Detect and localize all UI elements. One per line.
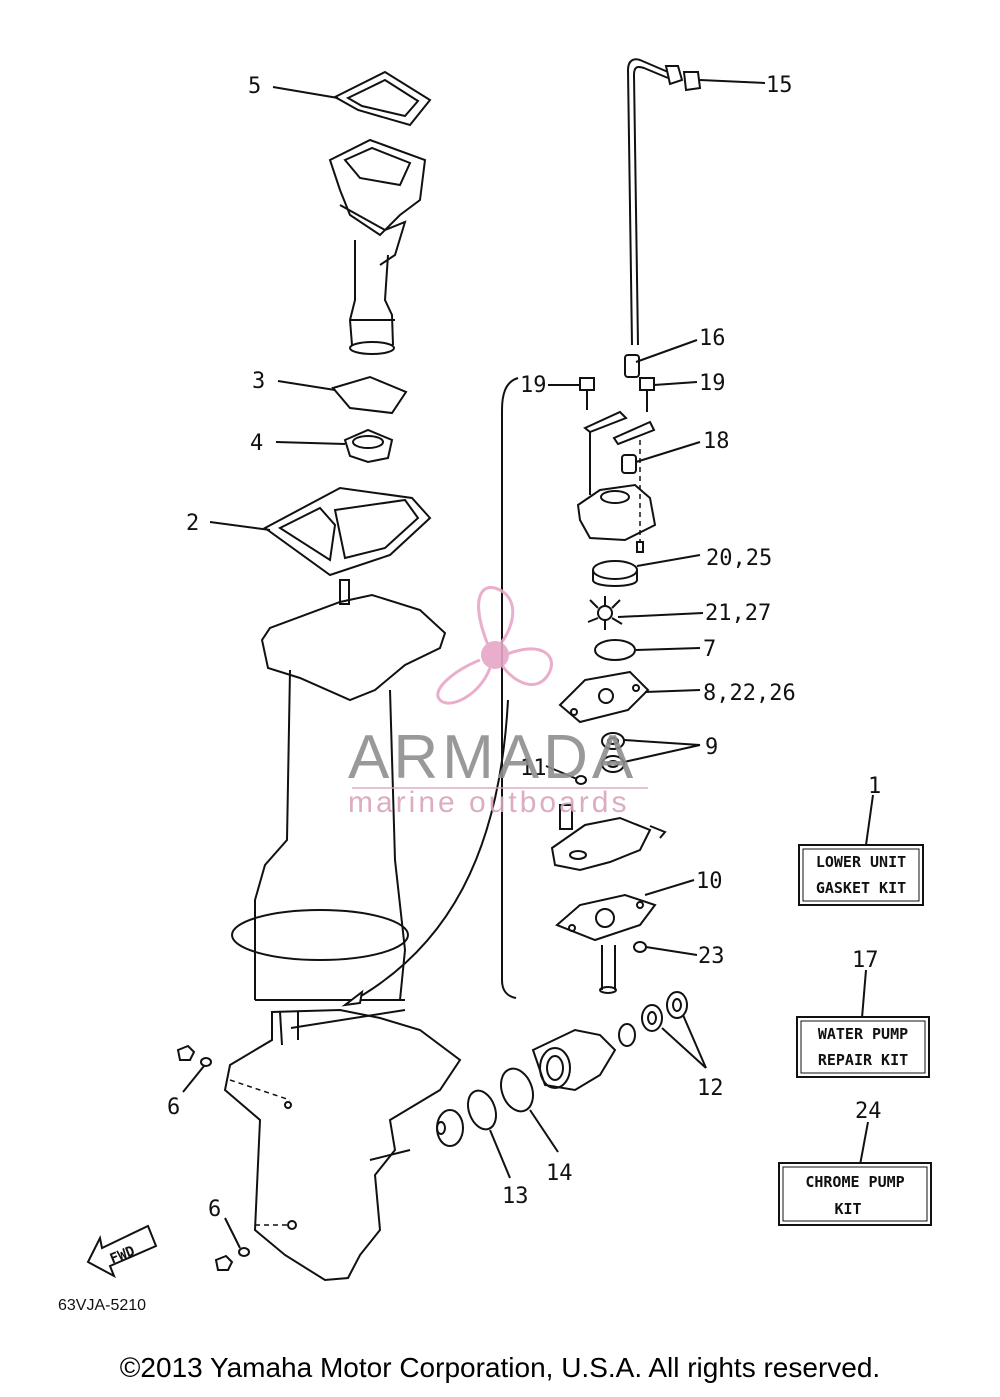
diagram-code: 63VJA-5210 [58, 1297, 146, 1314]
part-5-gasket [332, 70, 432, 127]
callout-18: 18 [703, 429, 730, 454]
part-21-impeller [587, 596, 623, 630]
pump-bracket [501, 377, 519, 999]
kit-17-line1: WATER PUMP [818, 1025, 908, 1043]
armada-watermark: ARMADA marine outboards [348, 586, 648, 819]
part-10-plate [555, 893, 657, 942]
part-12-bearings [531, 991, 688, 1092]
part-20-insert [592, 560, 638, 587]
watermark-brand: ARMADA [348, 723, 637, 792]
exhaust-guide [328, 138, 427, 355]
part-11-pump-case [550, 775, 667, 872]
callout-23: 23 [698, 944, 725, 969]
callout-9: 9 [705, 735, 718, 760]
kit-1-line1: LOWER UNIT [816, 853, 906, 871]
callout-20-25: 20,25 [706, 546, 772, 571]
kit-box-lower-unit-gasket: LOWER UNIT GASKET KIT [798, 844, 924, 906]
part-16-grommet [624, 354, 640, 378]
water-tube [626, 58, 702, 346]
callout-24: 24 [855, 1099, 882, 1124]
callout-4: 4 [250, 431, 263, 456]
callout-16: 16 [699, 326, 726, 351]
callout-11: 11 [520, 756, 547, 781]
driveshaft-lower [599, 941, 647, 994]
callout-19-right: 19 [699, 371, 726, 396]
upper-casing [231, 579, 447, 1001]
part-2-gasket [263, 486, 432, 577]
part-19-bolts [579, 377, 656, 446]
part-14-o-ring [500, 1067, 534, 1113]
part-7-o-ring [594, 639, 636, 661]
callout-labels: 5 3 4 2 15 16 19 19 18 20,25 21,27 7 8,2… [167, 73, 882, 1222]
fwd-arrow-icon: FWD [86, 1224, 158, 1279]
kit-24-line2: KIT [834, 1200, 861, 1218]
kit-box-chrome-pump: CHROME PUMP KIT [778, 1162, 932, 1226]
callout-1: 1 [868, 774, 881, 799]
propeller-logo-icon [436, 586, 553, 705]
callout-13: 13 [502, 1184, 529, 1209]
rear-seal [436, 1109, 464, 1147]
kit-1-line2: GASKET KIT [816, 879, 906, 897]
part-3-seal [331, 375, 408, 415]
kit-box-water-pump-repair: WATER PUMP REPAIR KIT [796, 1016, 930, 1078]
callout-19-left: 19 [520, 373, 547, 398]
callout-21-27: 21,27 [705, 601, 771, 626]
kit-17-line2: REPAIR KIT [818, 1051, 908, 1069]
callout-2: 2 [186, 511, 199, 536]
callout-17: 17 [852, 948, 879, 973]
callout-8-22-26: 8,22,26 [703, 681, 796, 706]
callout-15: 15 [766, 73, 793, 98]
callout-6-lower: 6 [208, 1197, 221, 1222]
leader-lines [182, 79, 874, 1249]
callout-10: 10 [696, 869, 723, 894]
watermark-tagline: marine outboards [348, 786, 629, 819]
callout-5: 5 [248, 74, 261, 99]
part-4-rubber-seal [343, 428, 394, 464]
callout-7: 7 [703, 637, 716, 662]
callout-12: 12 [697, 1076, 724, 1101]
lower-casing [223, 1008, 462, 1282]
part-8-plate [558, 670, 650, 724]
callout-14: 14 [546, 1161, 573, 1186]
copyright-notice: ©2013 Yamaha Motor Corporation, U.S.A. A… [119, 1352, 881, 1383]
part-6-screws [176, 1044, 250, 1271]
part-13-o-ring [466, 1089, 498, 1131]
callout-3: 3 [252, 369, 265, 394]
callout-6-upper: 6 [167, 1095, 180, 1120]
kit-24-line1: CHROME PUMP [805, 1173, 904, 1191]
part-9-seals [601, 732, 625, 773]
pump-housing [576, 432, 657, 553]
